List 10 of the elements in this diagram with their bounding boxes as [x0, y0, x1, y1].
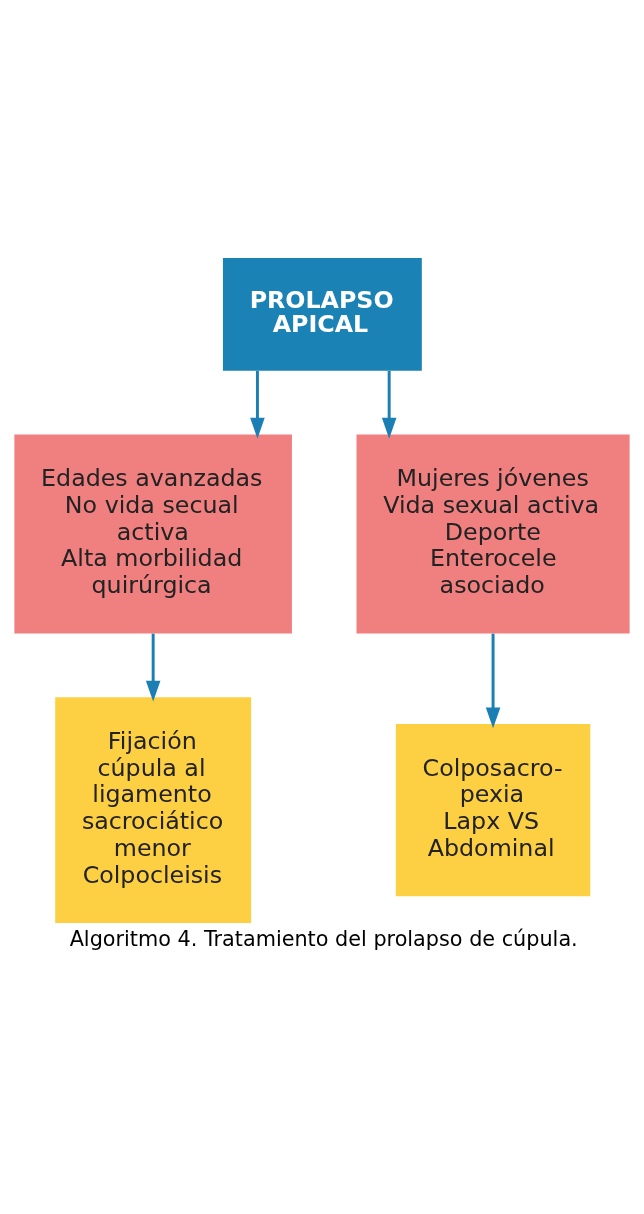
- arrow: [250, 370, 265, 439]
- node-box: Fijación cúpula al ligamento sacrociático menor Colpocleisis: [55, 696, 252, 923]
- arrow: [381, 370, 397, 439]
- arrow: [485, 633, 501, 728]
- node-box: PROLAPSO APICAL: [222, 257, 422, 371]
- node-box: Edades avanzadas No vida secual activa Alta morbilidad quirúrgica: [14, 434, 292, 633]
- node-box: Mujeres jóvenes Vida sexual activa Deporte Enterocele asociado: [356, 434, 630, 633]
- arrow: [145, 633, 161, 701]
- caption: Algoritmo 4. Tratamiento del prolapso de cúpula.: [69, 925, 578, 950]
- node-box: Colposacro-pexia Lapx VS Abdominal: [395, 723, 591, 896]
